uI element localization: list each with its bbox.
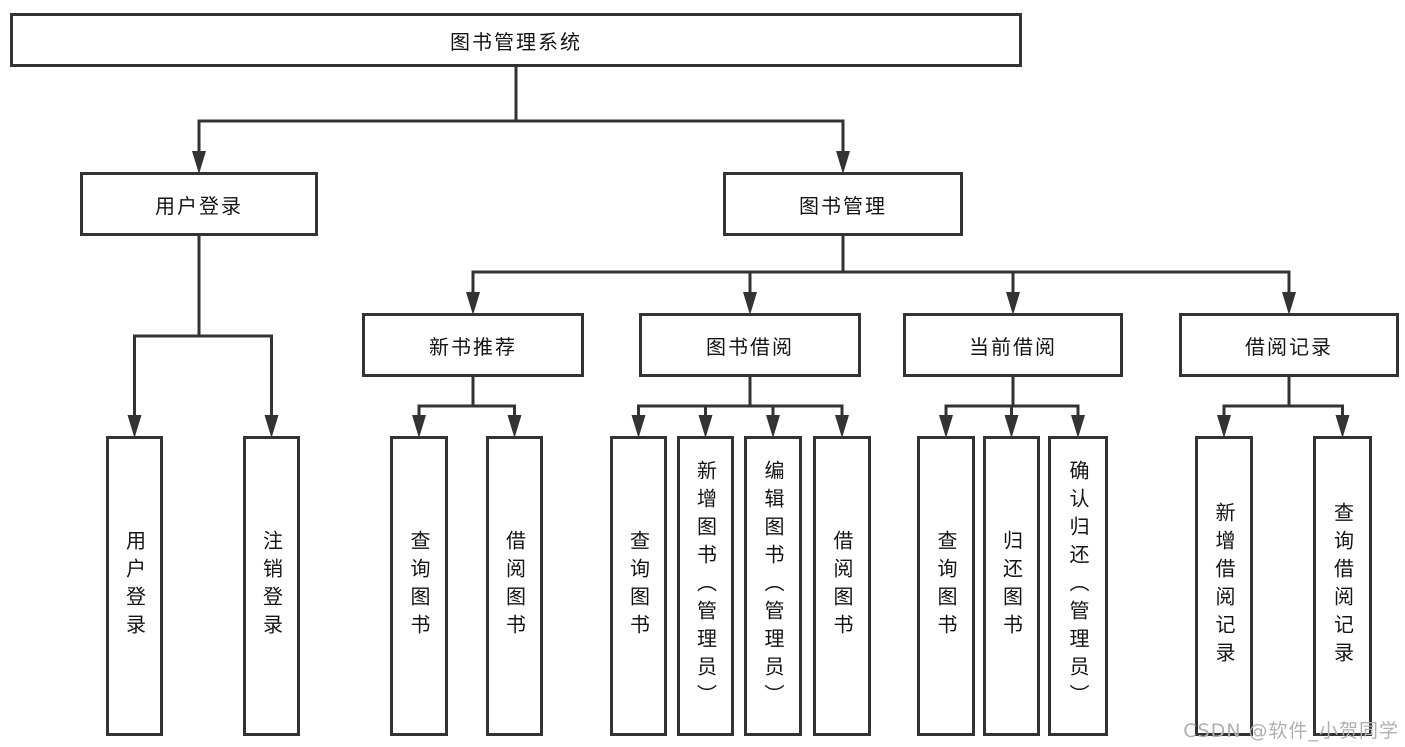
leaf-confirm-return-admin: 确认归还（管理员）	[1048, 436, 1108, 736]
arrowhead-icon	[1004, 415, 1019, 438]
arrowhead-icon	[766, 415, 780, 438]
leaf-user-login: 用户登录	[106, 436, 163, 736]
arrowhead-icon	[412, 415, 426, 438]
node-borrowing-records: 借阅记录	[1179, 313, 1399, 377]
arrowhead-icon	[1282, 292, 1296, 315]
node-new-book-recommendation: 新书推荐	[362, 313, 584, 377]
arrowhead-icon	[939, 415, 953, 438]
arrowhead-icon	[836, 151, 850, 174]
watermark: CSDN @软件_小贺同学	[1183, 720, 1399, 742]
arrowhead-icon	[1217, 415, 1231, 438]
leaf-rec-query-books: 查询图书	[390, 436, 448, 736]
leaf-rec-borrow-books: 借阅图书	[486, 436, 543, 736]
node-book-management: 图书管理	[723, 172, 963, 236]
arrowhead-icon	[466, 292, 480, 315]
arrowhead-icon	[1006, 292, 1020, 315]
leaf-borrow-books: 借阅图书	[813, 436, 871, 736]
leaf-borrow-query-books: 查询图书	[610, 436, 667, 736]
arrowhead-icon	[264, 415, 279, 438]
arrowhead-icon	[743, 292, 757, 315]
arrowhead-icon	[127, 415, 142, 438]
arrowhead-icon	[1335, 415, 1350, 438]
leaf-return-books: 归还图书	[983, 436, 1040, 736]
leaf-logout: 注销登录	[243, 436, 300, 736]
arrowhead-icon	[698, 415, 713, 438]
leaf-query-borrowing-record: 查询借阅记录	[1313, 436, 1372, 736]
leaf-edit-books-admin: 编辑图书（管理员）	[744, 436, 802, 736]
arrowhead-icon	[1071, 415, 1085, 438]
node-user-login: 用户登录	[80, 172, 318, 236]
leaf-add-books-admin: 新增图书（管理员）	[677, 436, 734, 736]
node-current-borrowing: 当前借阅	[903, 313, 1123, 377]
leaf-current-query-books: 查询图书	[917, 436, 975, 736]
node-book-borrowing: 图书借阅	[639, 313, 861, 377]
arrowhead-icon	[835, 415, 849, 438]
arrowhead-icon	[631, 415, 646, 438]
arrowhead-icon	[507, 415, 522, 438]
arrowhead-icon	[192, 151, 206, 174]
leaf-add-borrowing-record: 新增借阅记录	[1195, 436, 1253, 736]
node-library-management-system: 图书管理系统	[10, 13, 1022, 67]
